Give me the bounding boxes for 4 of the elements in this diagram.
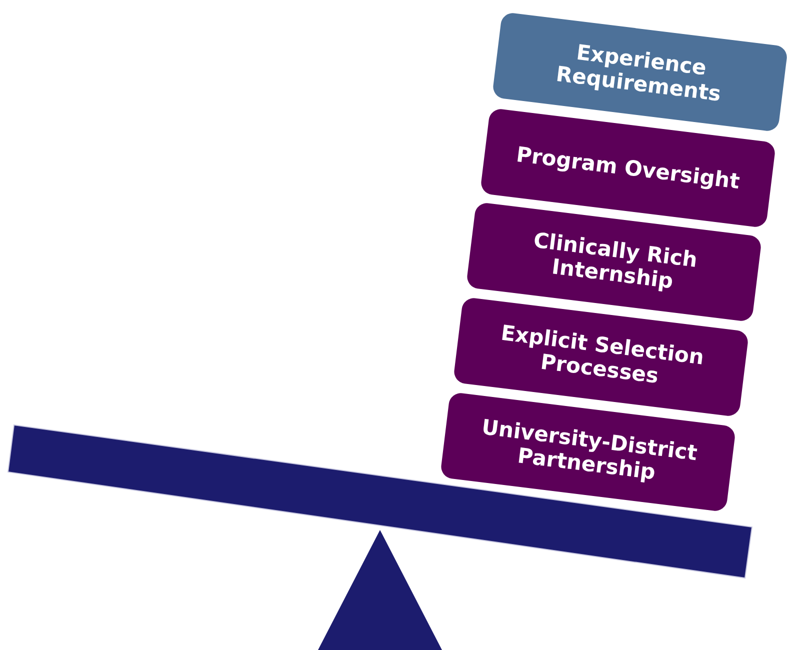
- block-label: Program Oversight: [514, 141, 742, 196]
- block-label: Clinically Rich Internship: [531, 227, 700, 296]
- block-label: Explicit Selection Processes: [498, 320, 706, 390]
- block-label: Experience Requirements: [554, 39, 724, 108]
